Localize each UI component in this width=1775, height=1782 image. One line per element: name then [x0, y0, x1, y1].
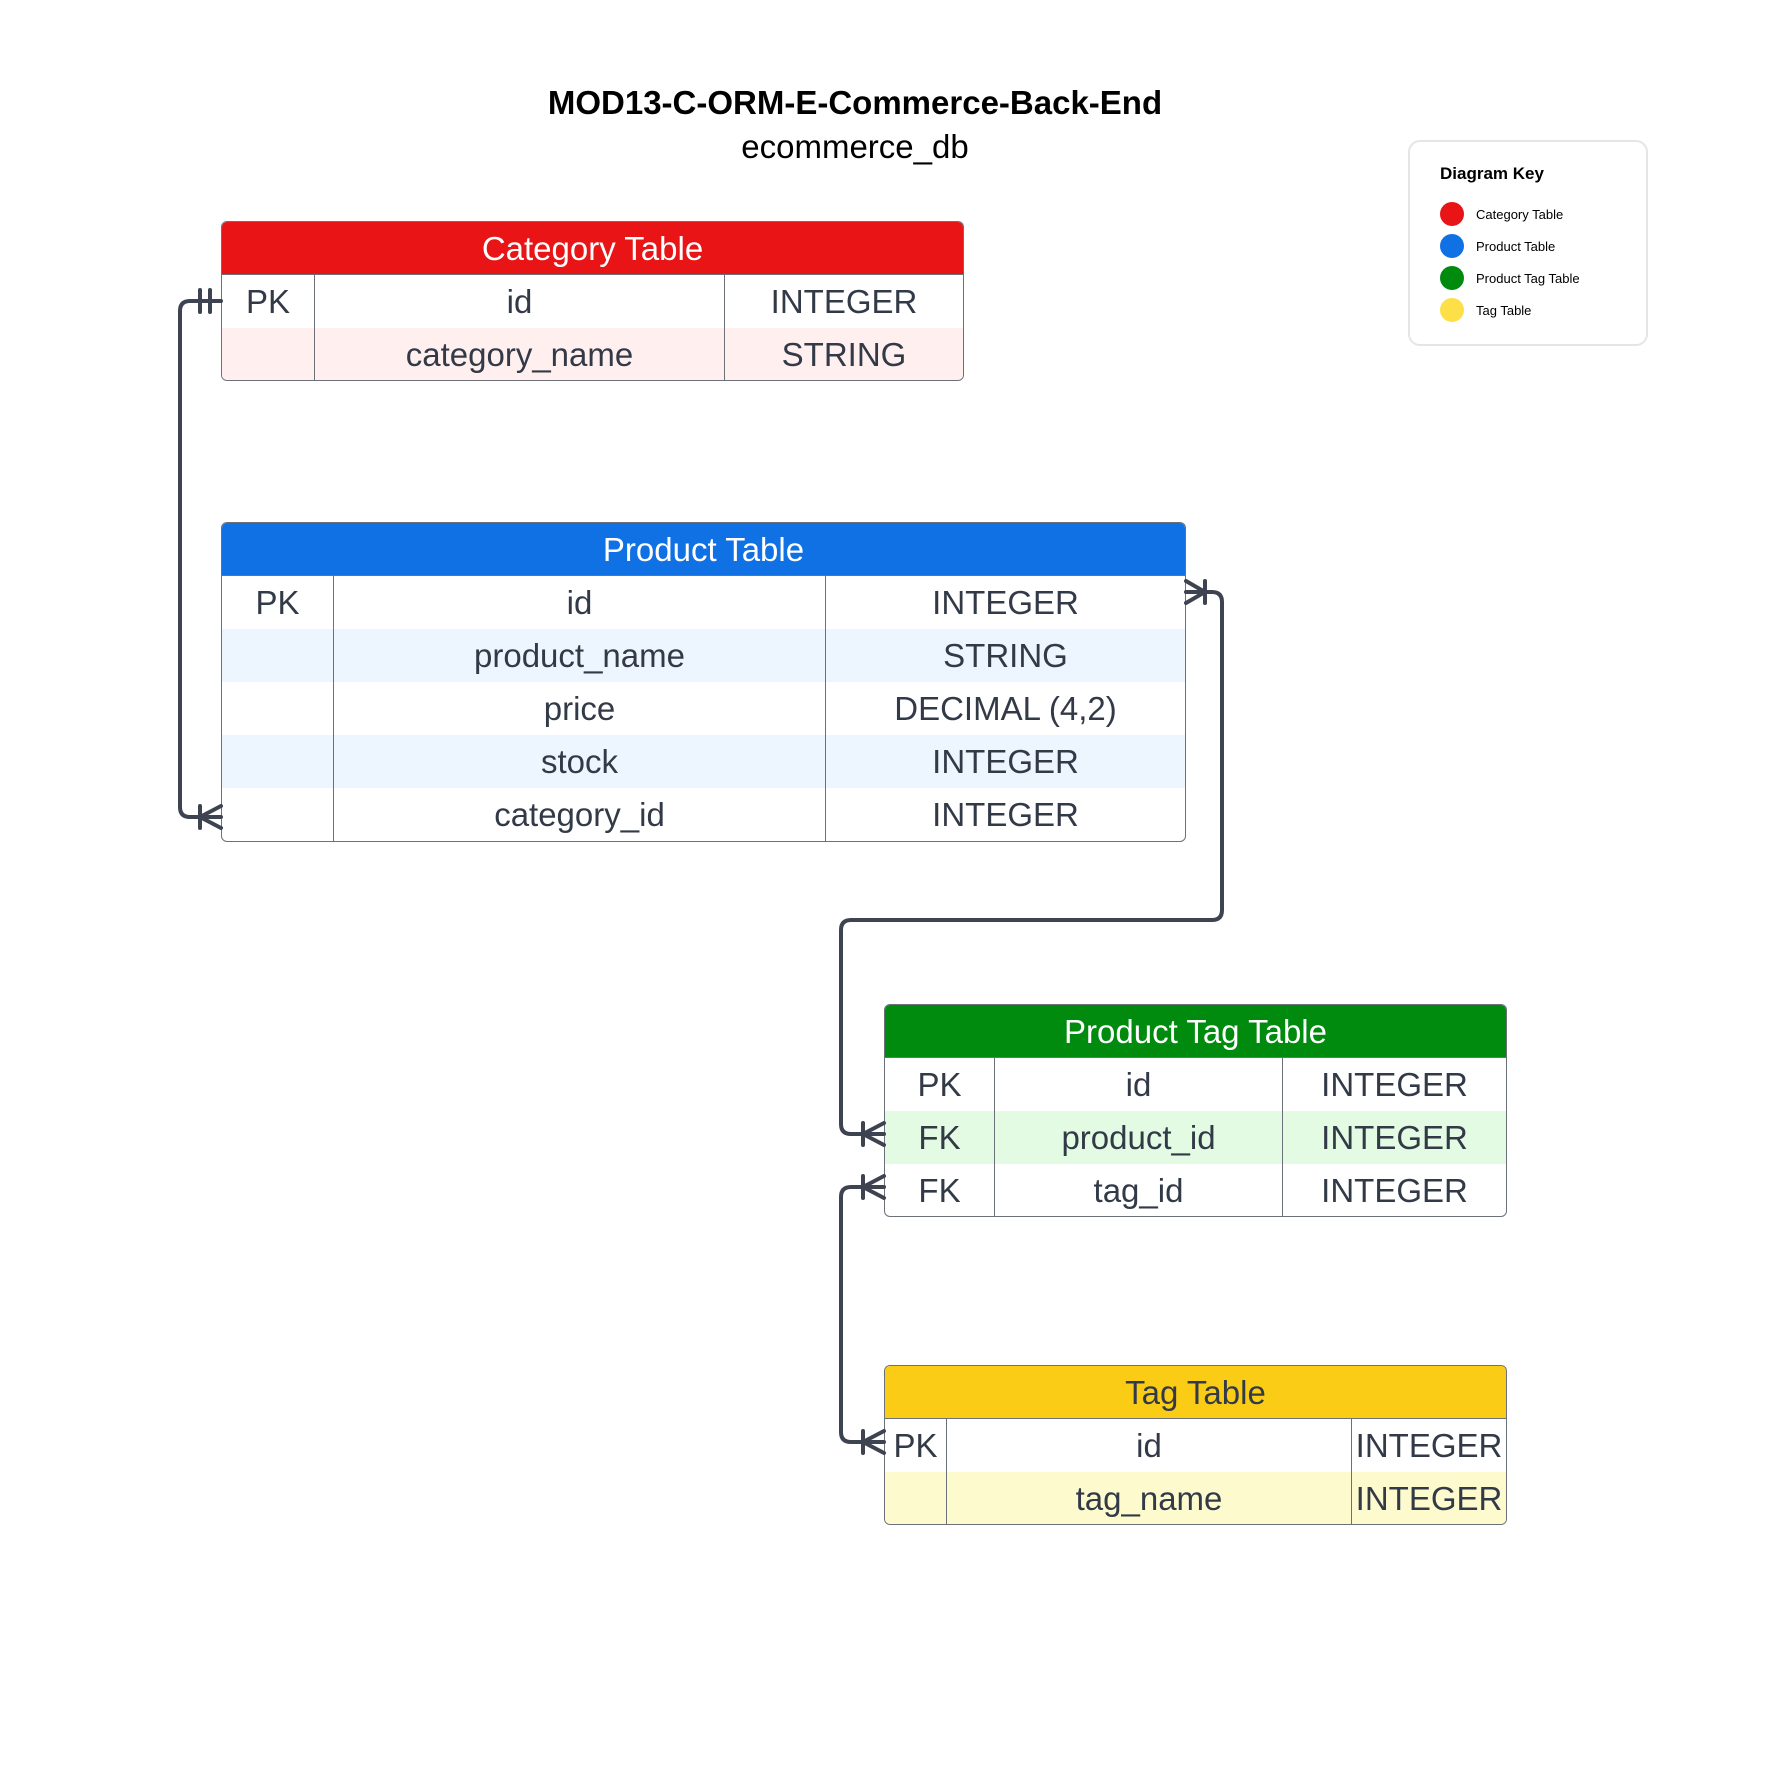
diagram-title: MOD13-C-ORM-E-Commerce-Back-End	[547, 84, 1163, 121]
diagram-subtitle: ecommerce_db	[741, 128, 969, 165]
legend-color-dot	[1440, 234, 1464, 258]
category-table[interactable]: Category Table PK id INTEGER category_na…	[221, 221, 964, 381]
field-cell: id	[333, 576, 825, 629]
type-cell: INTEGER	[1351, 1419, 1506, 1472]
key-cell: FK	[918, 1119, 961, 1156]
table-row: FK product_id INTEGER	[885, 1111, 1506, 1164]
field-cell: stock	[333, 735, 825, 788]
diagram-key-title: Diagram Key	[1440, 164, 1544, 183]
tag-table[interactable]: Tag Table PK id INTEGER tag_name INTEGER	[884, 1365, 1507, 1525]
type-cell: INTEGER	[1282, 1111, 1506, 1164]
field-cell: id	[994, 1058, 1282, 1111]
table-row: FK tag_id INTEGER	[885, 1164, 1506, 1216]
legend-label: Category Table	[1476, 206, 1564, 222]
crows-foot-marker	[198, 804, 223, 819]
field-cell: id	[314, 275, 724, 328]
table-row: stock INTEGER	[222, 735, 1185, 788]
connector-category-product	[178, 299, 223, 819]
crows-foot-marker	[861, 1429, 886, 1444]
field-cell: tag_name	[946, 1472, 1351, 1524]
legend-item: Product Table	[1440, 234, 1555, 258]
product-table-header: Product Table	[222, 523, 1185, 576]
table-row: tag_name INTEGER	[885, 1472, 1506, 1524]
table-row: product_name STRING	[222, 629, 1185, 682]
table-row: PK id INTEGER	[885, 1419, 1506, 1472]
crows-foot-marker	[861, 1440, 886, 1455]
diagram-key: Diagram Key Category Table Product Table…	[1408, 140, 1648, 346]
table-row: PK id INTEGER	[885, 1058, 1506, 1111]
legend-item: Category Table	[1440, 202, 1563, 226]
field-cell: category_id	[333, 788, 825, 841]
field-cell: product_id	[994, 1111, 1282, 1164]
table-row: PK id INTEGER	[222, 576, 1185, 629]
type-cell: INTEGER	[1351, 1472, 1506, 1524]
crows-foot-marker	[1184, 579, 1207, 594]
type-cell: STRING	[825, 629, 1185, 682]
tag-table-header: Tag Table	[885, 1366, 1506, 1419]
product-tag-table-header: Product Tag Table	[885, 1005, 1506, 1058]
table-row: price DECIMAL (4,2)	[222, 682, 1185, 735]
crows-foot-marker	[861, 1185, 886, 1200]
type-cell: INTEGER	[1282, 1164, 1506, 1216]
legend-label: Product Table	[1476, 238, 1556, 254]
type-cell: STRING	[724, 328, 963, 380]
type-cell: DECIMAL (4,2)	[825, 682, 1185, 735]
key-cell: PK	[245, 283, 291, 320]
field-cell: category_name	[314, 328, 724, 380]
table-row: category_id INTEGER	[222, 788, 1185, 841]
crows-foot-marker	[1184, 590, 1207, 605]
key-cell: PK	[917, 1066, 962, 1103]
legend-color-dot	[1440, 266, 1464, 290]
product-tag-table[interactable]: Product Tag Table PK id INTEGER FK produ…	[884, 1004, 1507, 1217]
field-cell: product_name	[333, 629, 825, 682]
key-cell: PK	[255, 584, 300, 621]
type-cell: INTEGER	[825, 788, 1185, 841]
type-cell: INTEGER	[1282, 1058, 1506, 1111]
field-cell: id	[946, 1419, 1351, 1472]
connector-tag-producttag	[839, 1185, 886, 1444]
crows-foot-marker	[198, 815, 223, 830]
legend-color-dot	[1440, 202, 1464, 226]
field-cell: tag_id	[994, 1164, 1282, 1216]
category-table-header: Category Table	[222, 222, 963, 275]
type-cell: INTEGER	[825, 735, 1185, 788]
type-cell: INTEGER	[825, 576, 1185, 629]
key-cell: FK	[918, 1172, 961, 1209]
table-row: category_name STRING	[222, 328, 963, 380]
legend-label: Tag Table	[1476, 302, 1532, 318]
product-table[interactable]: Product Table PK id INTEGER product_name…	[221, 522, 1186, 842]
legend-label: Product Tag Table	[1476, 270, 1580, 286]
key-cell: PK	[893, 1427, 938, 1464]
legend-item: Tag Table	[1440, 298, 1531, 322]
legend-item: Product Tag Table	[1440, 266, 1580, 290]
table-row: PK id INTEGER	[222, 275, 963, 328]
type-cell: INTEGER	[724, 275, 963, 328]
crows-foot-marker	[861, 1174, 886, 1189]
crows-foot-marker	[861, 1121, 886, 1136]
field-cell: price	[333, 682, 825, 735]
connector-product-producttag	[839, 590, 1224, 1136]
legend-color-dot	[1440, 298, 1464, 322]
crows-foot-marker	[861, 1132, 886, 1147]
